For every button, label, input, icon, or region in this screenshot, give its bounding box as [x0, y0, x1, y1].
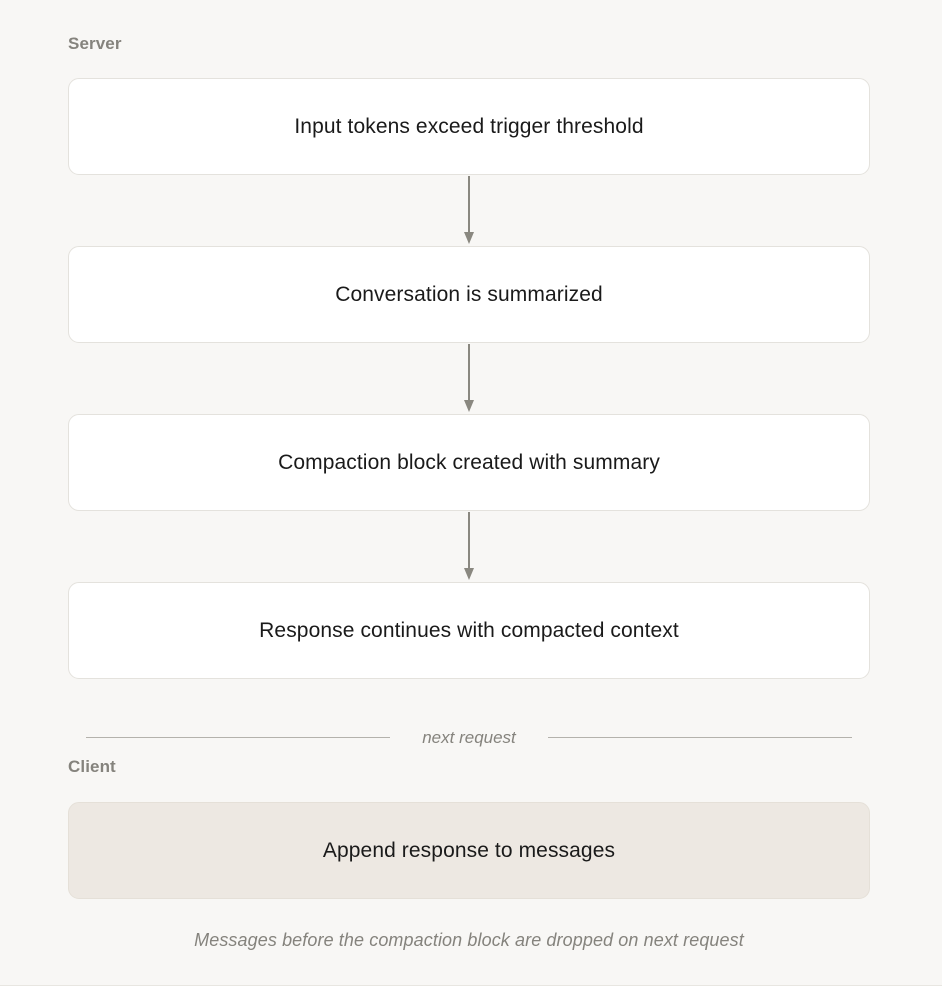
arrow-line: [468, 176, 470, 234]
diagram-caption: Messages before the compaction block are…: [194, 930, 744, 950]
divider-label: next request: [422, 727, 516, 747]
arrow-line: [468, 512, 470, 570]
flow-node-label: Response continues with compacted contex…: [259, 618, 679, 642]
flow-node-append-response-to-messages: Append response to messages: [68, 802, 870, 899]
flow-node-conversation-is-summarized: Conversation is summarized: [68, 246, 870, 343]
flow-node-label: Compaction block created with summary: [278, 450, 660, 474]
divider-line-right: [547, 736, 852, 738]
flow-node-label: Append response to messages: [322, 838, 616, 862]
connector-arrow-1: [464, 176, 474, 246]
section-label-client: Client: [68, 757, 116, 776]
flow-node-label: Input tokens exceed trigger threshold: [294, 114, 644, 138]
section-label-server: Server: [68, 34, 122, 53]
next-request-divider: next request: [68, 726, 870, 748]
arrow-head-icon: [464, 232, 474, 244]
arrow-head-icon: [464, 568, 474, 580]
flow-node-compaction-block-created-with-summary: Compaction block created with summary: [68, 414, 870, 511]
arrow-head-icon: [464, 400, 474, 412]
flow-node-label: Conversation is summarized: [335, 282, 603, 306]
arrow-line: [468, 344, 470, 402]
connector-arrow-2: [464, 344, 474, 414]
divider-line-left: [86, 736, 391, 738]
flow-node-response-continues-with-compacted-context: Response continues with compacted contex…: [68, 582, 870, 679]
connector-arrow-3: [464, 512, 474, 582]
flow-node-input-tokens-exceed-trigger-threshold: Input tokens exceed trigger threshold: [68, 78, 870, 175]
